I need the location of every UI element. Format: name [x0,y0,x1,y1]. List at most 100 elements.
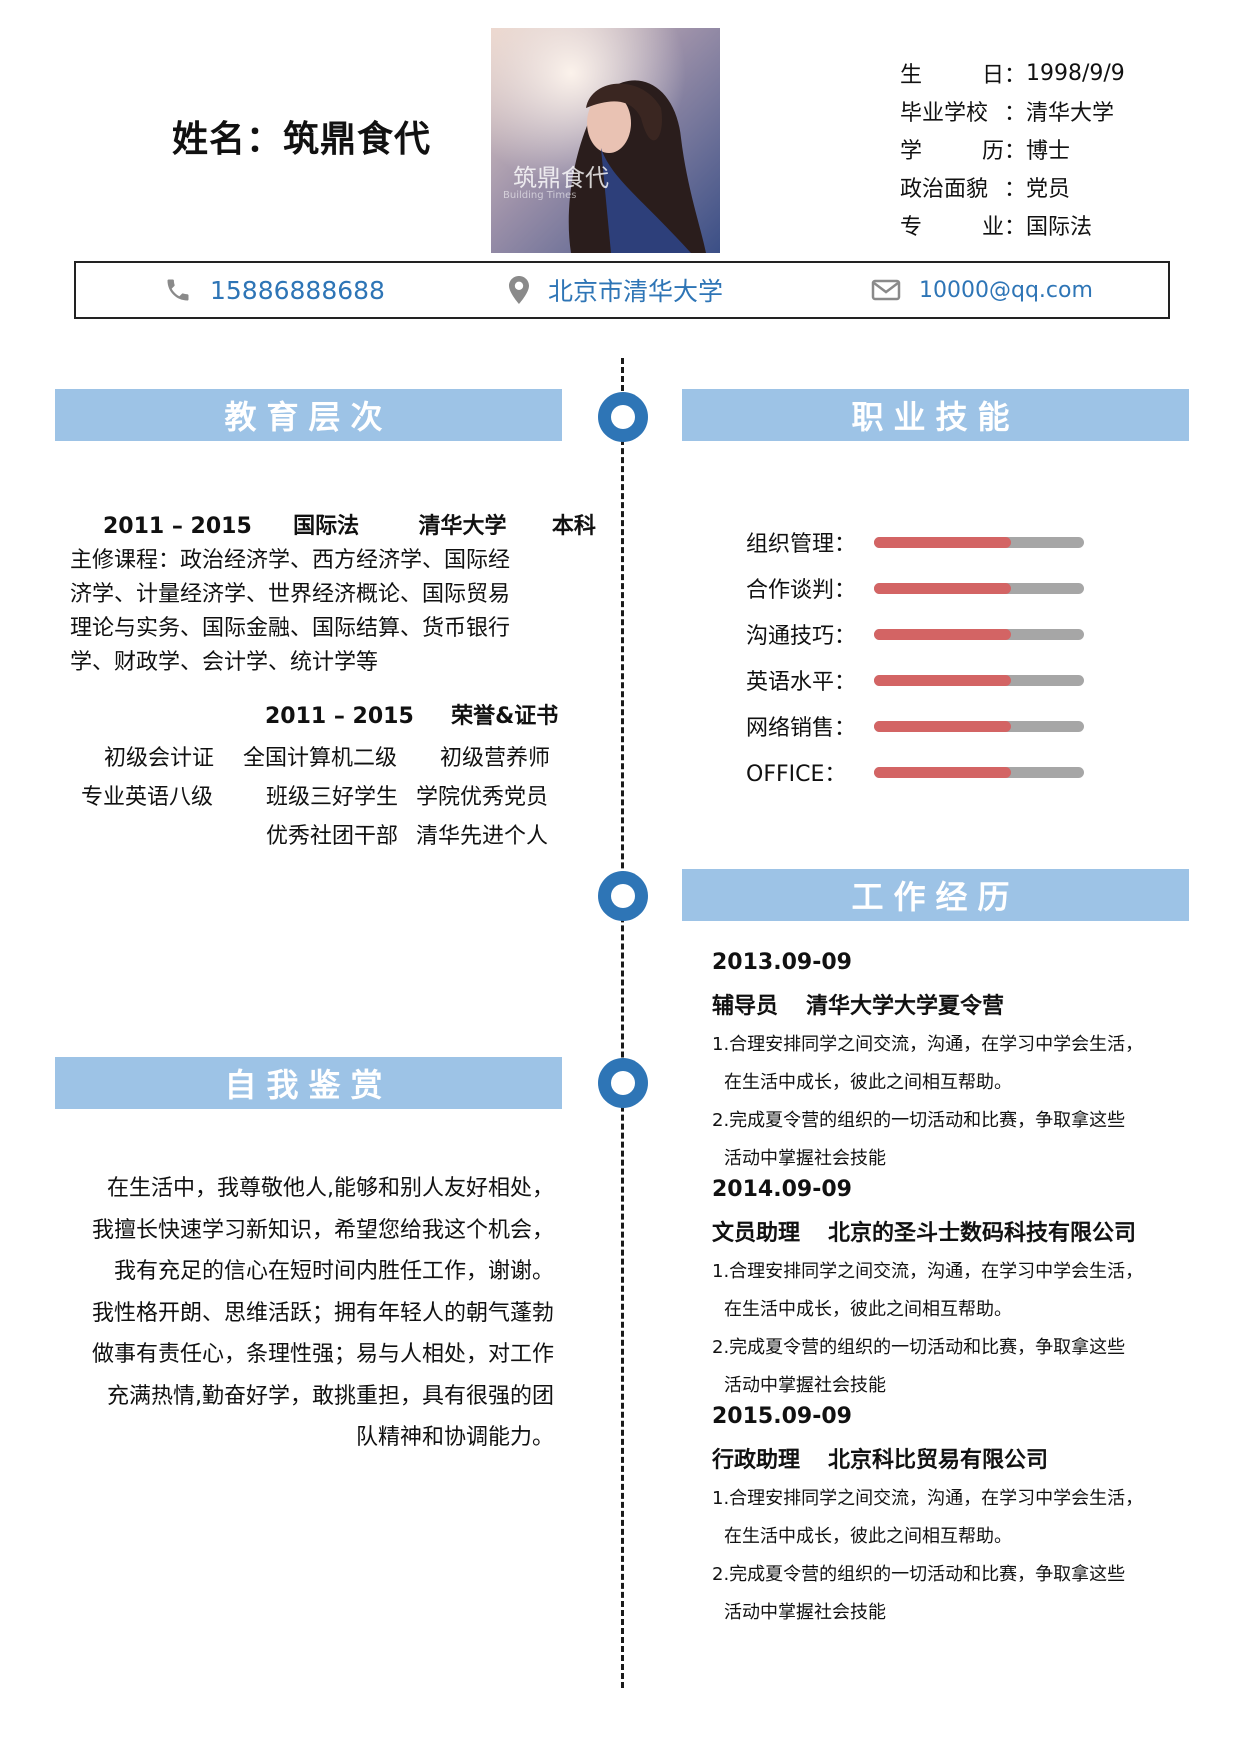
skill-row: 英语水平： [746,665,1084,695]
phone-number: 15886888688 [210,275,385,305]
skill-row: 沟通技巧： [746,619,1084,649]
self-line: 做事有责任心，条理性强；易与人相处，对工作 [91,1342,554,1367]
work-description-line: 活动中掌握社会技能 [724,1375,886,1396]
section-header-education: 教育层次 [55,389,562,441]
skill-label: 合作谈判： [746,578,857,603]
profile-photo: 筑鼎食代 Building Times [491,28,720,253]
honors-period: 2011 – 2015 [265,704,414,729]
work-role: 行政助理 [712,1448,801,1473]
self-line: 我有充足的信心在短时间内胜任工作，谢谢。 [113,1259,554,1284]
work-description-line: 活动中掌握社会技能 [724,1148,886,1169]
honors-title: 荣誉&证书 [451,704,559,729]
info-label: 学历： [900,139,1026,164]
info-row-major: 专业： 国际法 [900,206,1125,244]
info-row-political: 政治面貌： 党员 [900,168,1125,206]
photo-watermark: 筑鼎食代 [513,164,609,192]
work-date: 2015.09-09 [712,1404,852,1429]
info-value: 博士 [1026,139,1071,164]
photo-watermark-sub: Building Times [503,190,577,201]
self-line: 我擅长快速学习新知识，希望您给我这个机会， [91,1217,554,1243]
location-pin-icon [509,276,529,304]
info-label: 生日： [900,63,1026,88]
certificate-item: 初级营养师 [440,746,551,771]
work-description-line: 在生活中成长，彼此之间相互帮助。 [724,1299,1012,1320]
work-date: 2013.09-09 [712,950,852,975]
work-company: 北京的圣斗士数码科技有限公司 [828,1221,1137,1246]
work-role: 文员助理 [712,1221,801,1246]
skill-row: 网络销售： [746,711,1084,741]
work-description-line: 2.完成夏令营的组织的一切活动和比赛，争取拿这些 [712,1110,1126,1131]
education-degree-row: 2011 – 2015 国际法 清华大学 本科 [103,508,596,540]
degree-major: 国际法 [293,514,360,539]
info-value: 1998/9/9 [1026,60,1125,86]
certificate-item: 专业英语八级 [81,785,214,810]
section-header-work: 工作经历 [682,869,1189,921]
work-title: 辅导员 清华大学大学夏令营 [712,988,1004,1020]
work-description-line: 1.合理安排同学之间交流，沟通，在学习中学会生活， [712,1488,1144,1509]
skill-row: 组织管理： [746,527,1084,557]
skill-label: 组织管理： [746,532,857,557]
phone-icon [167,279,189,301]
contact-bar: 15886888688 北京市清华大学 10000@qq.com [74,261,1170,319]
work-company: 清华大学大学夏令营 [806,994,1005,1019]
work-description-line: 2.完成夏令营的组织的一切活动和比赛，争取拿这些 [712,1337,1126,1358]
timeline-line [621,358,624,1688]
info-label: 政治面貌： [900,177,1026,202]
course-line: 理论与实务、国际金融、国际结算、货币银行 [70,616,511,641]
skill-bar [874,536,1084,548]
email-address: 10000@qq.com [919,277,1093,303]
certificate-item: 优秀社团干部 [266,824,399,849]
info-label: 专业： [900,215,1026,240]
work-description-line: 2.完成夏令营的组织的一切活动和比赛，争取拿这些 [712,1564,1126,1585]
info-row-school: 毕业学校： 清华大学 [900,92,1125,130]
contact-phone[interactable]: 15886888688 [164,263,385,317]
skill-label: 网络销售： [746,716,857,741]
degree-level: 本科 [551,514,596,539]
certificate-item: 全国计算机二级 [243,746,398,771]
info-value: 清华大学 [1026,101,1115,126]
skill-label: 沟通技巧： [746,624,857,649]
certificate-item: 清华先进个人 [416,824,549,849]
course-line: 主修课程：政治经济学、西方经济学、国际经 [70,548,511,573]
honors-row: 2011 – 2015 荣誉&证书 [265,698,558,730]
self-line: 队精神和协调能力。 [355,1425,554,1450]
timeline-node-education [598,392,648,442]
info-value: 国际法 [1026,215,1093,240]
work-date: 2014.09-09 [712,1177,852,1202]
self-line: 在生活中，我尊敬他人,能够和别人友好相处， [107,1176,554,1201]
skill-bar [874,720,1084,732]
work-description-line: 在生活中成长，彼此之间相互帮助。 [724,1526,1012,1547]
mail-icon [871,279,901,301]
course-line: 学、财政学、会计学、统计学等 [70,650,379,675]
certificate-item: 班级三好学生 [266,785,399,810]
resume-name: 姓名：筑鼎食代 [172,119,432,160]
skill-bar [874,582,1084,594]
contact-address[interactable]: 北京市清华大学 [508,263,723,317]
self-line: 充满热情,勤奋好学，敢挑重担，具有很强的团 [107,1383,554,1409]
info-row-birthday: 生日： 1998/9/9 [900,54,1125,92]
work-description-line: 在生活中成长，彼此之间相互帮助。 [724,1072,1012,1093]
certificate-item: 初级会计证 [104,746,215,771]
contact-email[interactable]: 10000@qq.com [871,263,1093,317]
timeline-node-self [598,1058,648,1108]
self-line: 我性格开朗、思维活跃；拥有年轻人的朝气蓬勃 [91,1300,554,1326]
degree-period: 2011 – 2015 [103,514,252,539]
section-header-skills: 职业技能 [682,389,1189,441]
skill-bar-fill [874,766,1011,778]
info-value: 党员 [1026,177,1071,202]
skill-bar [874,766,1084,778]
skill-label: 英语水平： [746,670,857,695]
work-role: 辅导员 [712,994,779,1019]
course-line: 济学、计量经济学、世界经济概论、国际贸易 [70,582,511,607]
skill-bar-fill [874,674,1011,686]
work-title: 行政助理 北京科比贸易有限公司 [712,1442,1048,1474]
self-evaluation: 在生活中，我尊敬他人,能够和别人友好相处， 我擅长快速学习新知识，希望您给我这个… [60,1168,554,1459]
info-row-degree: 学历： 博士 [900,130,1125,168]
skill-bar-fill [874,720,1011,732]
skill-bar [874,628,1084,640]
skill-bar-fill [874,582,1011,594]
skill-bar-fill [874,628,1011,640]
address-text: 北京市清华大学 [548,277,724,306]
work-company: 北京科比贸易有限公司 [828,1448,1049,1473]
skill-row: OFFICE： [746,757,1084,787]
